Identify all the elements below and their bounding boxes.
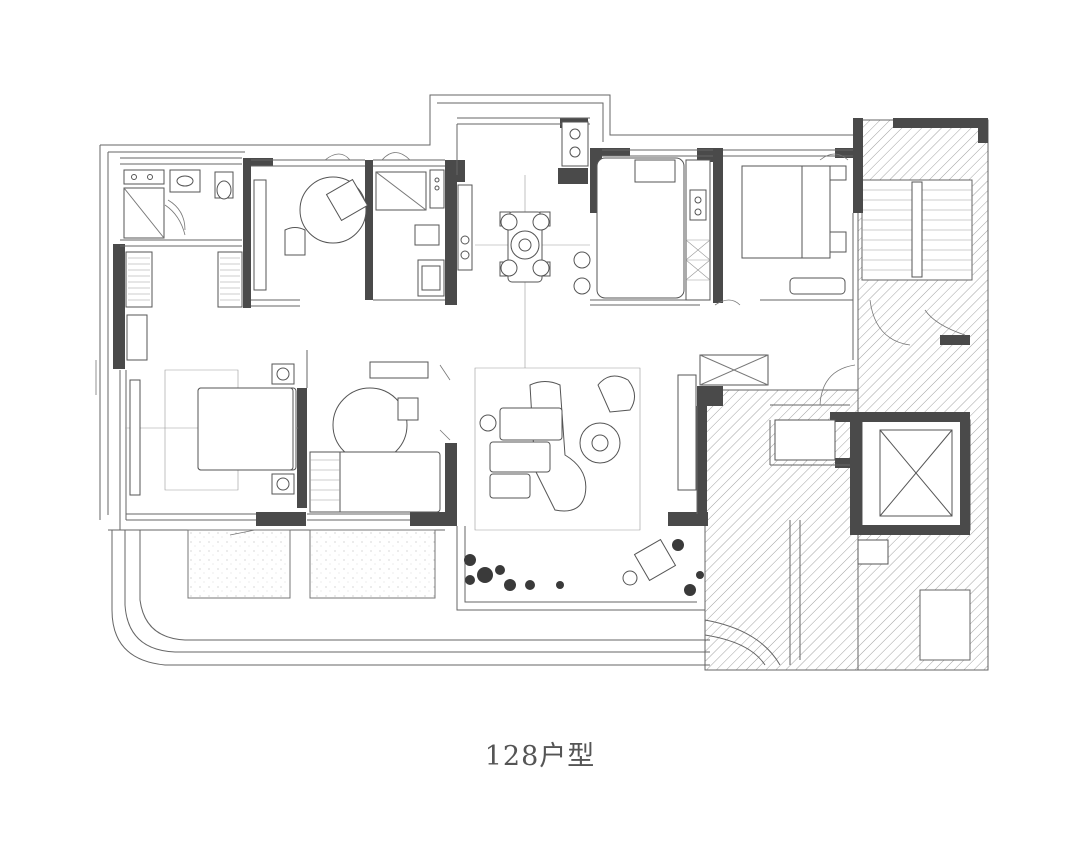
second-bedroom [309, 361, 441, 513]
bathroom-middle [375, 152, 445, 297]
door-swings [95, 204, 451, 536]
master-bedroom [129, 363, 297, 496]
terrace-plants [464, 538, 704, 596]
study-room [253, 153, 369, 291]
bathroom-top-left [123, 169, 243, 361]
stair-core [704, 119, 989, 671]
entry-storage [699, 299, 966, 461]
living-room [479, 374, 697, 512]
floor-plan-caption: 128户型 [484, 741, 596, 772]
bedroom-top-right [714, 153, 849, 306]
walls [113, 118, 988, 535]
kitchen [596, 157, 711, 301]
outer-boundary [99, 94, 855, 666]
dining-area [457, 121, 591, 295]
balconies [187, 529, 436, 599]
